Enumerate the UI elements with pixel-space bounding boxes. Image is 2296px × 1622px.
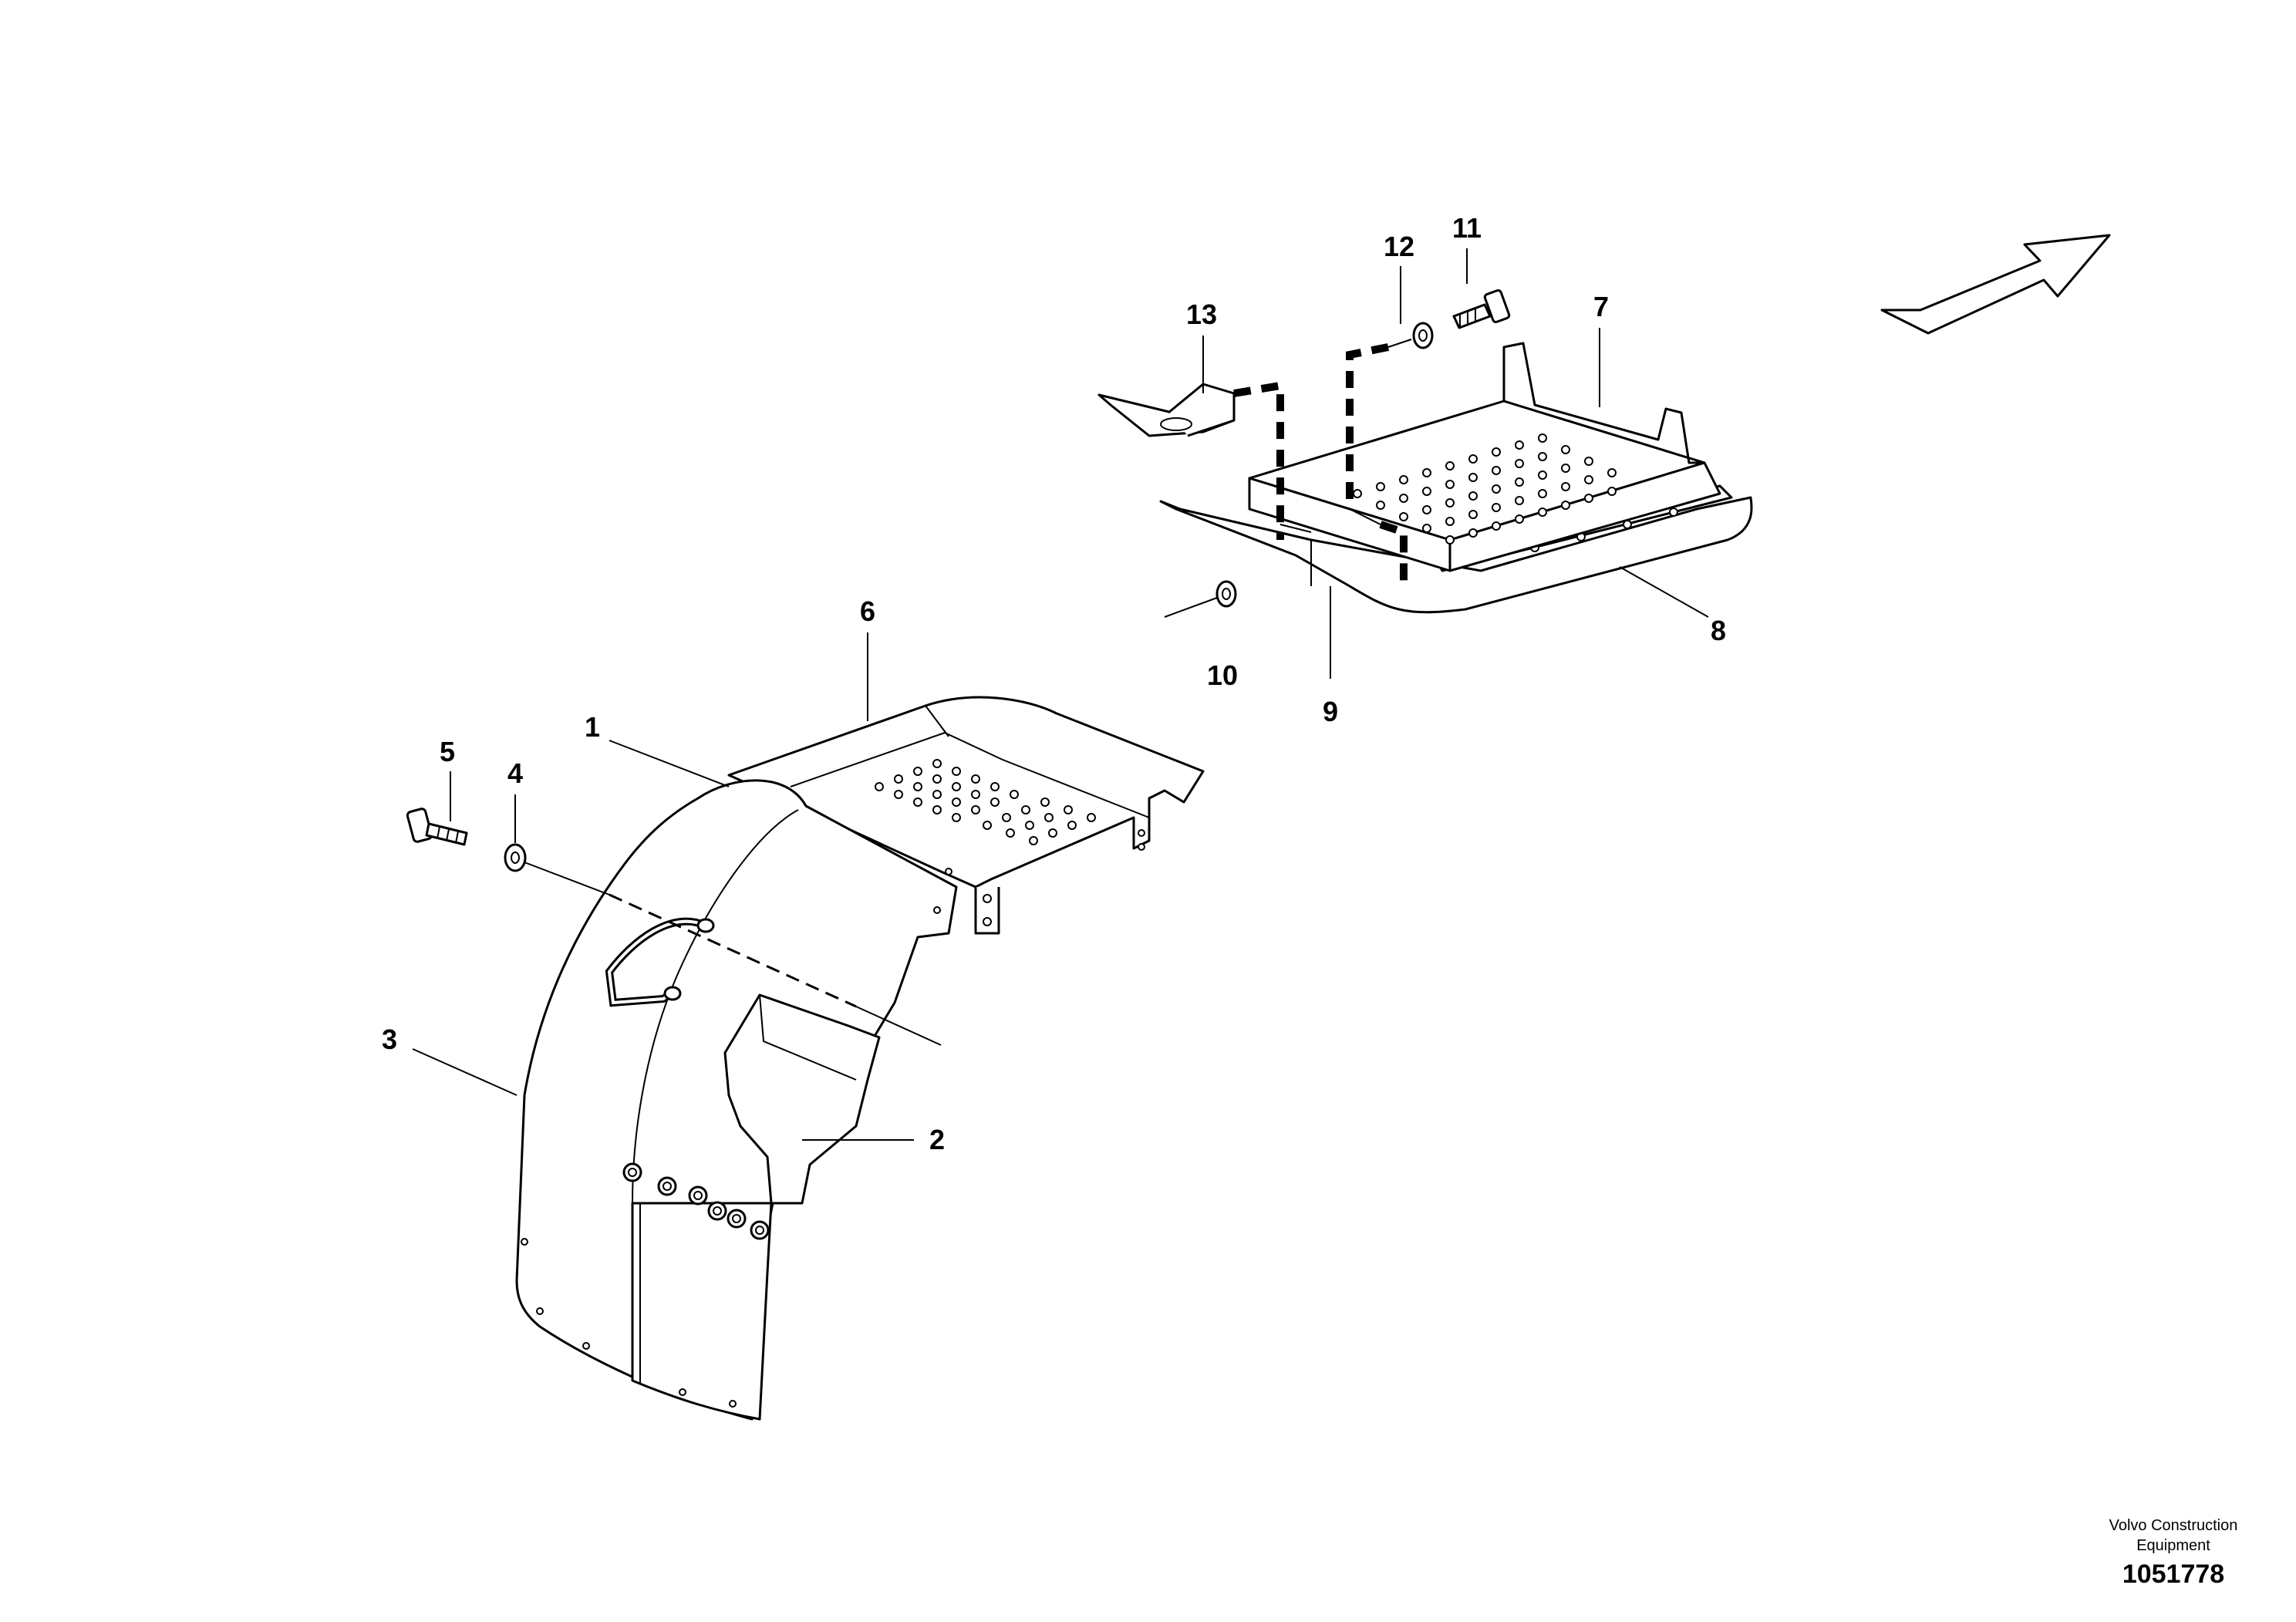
- flap-bolts: [622, 1162, 770, 1240]
- washer-part-12: [1412, 322, 1434, 349]
- callout-4: 4: [507, 757, 523, 789]
- grab-handle: [605, 917, 715, 1007]
- footer: Volvo Construction Equipment 1051778: [2109, 1517, 2238, 1589]
- bolt-part-5: [406, 808, 468, 846]
- callout-8: 8: [1711, 615, 1726, 646]
- washer-part-10: [1164, 580, 1237, 618]
- assembly-lines-upper: [1233, 339, 1412, 582]
- leader-lines: [412, 248, 1709, 1141]
- bolt-part-11: [1452, 289, 1511, 329]
- callout-6: 6: [860, 595, 875, 627]
- callout-11: 11: [1452, 212, 1482, 244]
- callout-5: 5: [440, 736, 455, 767]
- callout-2: 2: [929, 1124, 945, 1155]
- company-name-line1: Volvo Construction: [2109, 1517, 2238, 1534]
- drawing-number: 1051778: [2122, 1560, 2224, 1589]
- company-name-line2: Equipment: [2136, 1537, 2210, 1554]
- callout-7: 7: [1593, 291, 1609, 322]
- callout-3: 3: [382, 1023, 397, 1055]
- washer-part-4: [504, 843, 527, 872]
- bracket-part-13: [1097, 383, 1236, 437]
- callout-12: 12: [1384, 231, 1414, 262]
- direction-arrow-icon: [1880, 234, 2111, 335]
- grating-holes: [1353, 433, 1617, 545]
- fender-top-holes: [875, 759, 1096, 845]
- step-plate-part-9: [1159, 496, 1753, 614]
- callout-10: 10: [1207, 659, 1238, 691]
- callout-13: 13: [1186, 298, 1217, 330]
- inner-guard-part-2: [723, 993, 881, 1205]
- callout-labels: 1 2 3 4 5 6 7 8 9 10 11 12 13: [382, 212, 1726, 1155]
- callout-1: 1: [585, 711, 600, 743]
- assembly-line-lower: [524, 862, 942, 1046]
- callout-9: 9: [1323, 696, 1338, 727]
- fender-top-part-6: [727, 696, 1205, 935]
